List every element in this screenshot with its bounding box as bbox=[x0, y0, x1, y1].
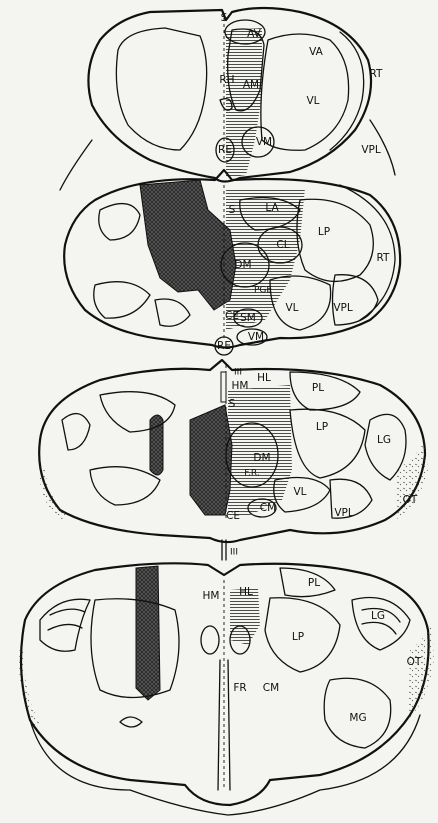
section-4-left-region bbox=[91, 599, 179, 698]
section-2-left-cavity-3 bbox=[155, 299, 190, 326]
section-3-ot-stipple-right bbox=[395, 440, 428, 520]
label-iii-upper-3: III bbox=[234, 368, 242, 378]
section-4-dark-lesion bbox=[136, 566, 160, 700]
label-iii-lower-3: III bbox=[230, 548, 238, 558]
label-pl-4: PL bbox=[308, 577, 320, 589]
label-pl-3: PL bbox=[312, 382, 324, 394]
label-vpl-2: VPL bbox=[333, 302, 353, 314]
label-rh-1: RH bbox=[219, 74, 234, 86]
section-4-small-oval bbox=[120, 717, 142, 727]
label-vl-2: VL bbox=[285, 302, 298, 314]
section-2-lp-region bbox=[297, 199, 373, 281]
section-3-third-ventricle bbox=[221, 372, 226, 402]
label-fr-3: F.R. bbox=[244, 469, 259, 479]
label-la-2: LA bbox=[265, 202, 279, 214]
label-s-3: S bbox=[229, 398, 236, 410]
label-am-1: AM bbox=[243, 79, 259, 91]
section-4-bottom-lobe bbox=[30, 715, 420, 815]
label-lg-4: LG bbox=[371, 610, 385, 622]
label-rt-1: RT bbox=[370, 68, 384, 80]
label-re-2: RE bbox=[217, 340, 231, 352]
section-3: III HM HL PL S LP LG DM F.R. VL VPL OT C… bbox=[39, 360, 428, 560]
label-lp-3: LP bbox=[316, 421, 328, 433]
label-vpl-1: VPL bbox=[361, 144, 381, 156]
label-va-1: VA bbox=[309, 46, 324, 58]
section-2-left-cavity-1 bbox=[99, 204, 140, 240]
label-s-1: S bbox=[221, 12, 228, 24]
label-hm-3: HM bbox=[232, 380, 249, 392]
section-2-left-cavity-2 bbox=[94, 282, 150, 318]
section-1-inner-right bbox=[261, 34, 349, 150]
label-lg-3: LG bbox=[377, 434, 391, 446]
section-3-ot-stipple-left bbox=[40, 470, 70, 520]
label-lp-2: LP bbox=[318, 226, 330, 238]
label-mg-4: MG bbox=[349, 712, 366, 724]
label-vpl-3: VPL bbox=[334, 507, 354, 519]
section-1-rt-arc bbox=[330, 32, 364, 150]
label-pge-2: PGE bbox=[254, 286, 272, 296]
label-vm-2: VM bbox=[248, 331, 264, 343]
label-hl-3: HL bbox=[257, 372, 271, 384]
section-3-left-cavity-1 bbox=[62, 414, 90, 450]
label-cm-4: CM bbox=[263, 682, 279, 694]
label-hl-4: HL bbox=[239, 586, 253, 598]
section-3-left-cavity-3 bbox=[90, 467, 160, 505]
label-rt-2: RT bbox=[377, 252, 391, 264]
label-dm-2: DM bbox=[234, 259, 251, 271]
section-3-left-cavity-2 bbox=[100, 392, 175, 432]
section-2: S LA LP RT CL DM PGE VL VPL CE SM VM RE bbox=[64, 170, 400, 355]
label-hm-4: HM bbox=[203, 590, 220, 602]
label-ce-2: CE bbox=[225, 310, 239, 322]
label-ot-4: OT bbox=[407, 656, 422, 668]
section-4-left-nucleus-1 bbox=[201, 626, 219, 654]
section-1-inner-left bbox=[116, 28, 206, 150]
label-cl-2: CL bbox=[276, 239, 289, 251]
label-vl-3: VL bbox=[293, 486, 306, 498]
label-dm-3: DM bbox=[253, 452, 270, 464]
section-1: S AV VA RH AM RT VL VM RE VPL bbox=[60, 8, 395, 190]
label-av-1: AV bbox=[247, 28, 262, 40]
section-3-hatched-zone bbox=[228, 385, 292, 515]
label-vm-1: VM bbox=[256, 136, 272, 148]
label-fr-4: FR bbox=[233, 682, 246, 694]
label-ce-3: CE bbox=[226, 510, 240, 522]
label-s-2: S bbox=[229, 204, 236, 216]
label-cm-3: CM bbox=[260, 502, 276, 514]
section-4: HM HL PL LG LP OT FR CM MG bbox=[19, 563, 434, 815]
label-vl-1: VL bbox=[306, 95, 319, 107]
section-4-ot-stipple-left bbox=[19, 645, 40, 730]
section-2-dark-lesion bbox=[140, 180, 236, 310]
section-4-ot-stipple-right bbox=[408, 620, 434, 720]
section-4-left-lg-inner bbox=[48, 609, 85, 630]
section-3-lp-region bbox=[290, 409, 365, 478]
label-sm-2: SM bbox=[240, 312, 256, 324]
label-lp-4: LP bbox=[292, 631, 304, 643]
section-2-vpl-region bbox=[333, 275, 379, 325]
section-1-outer-arc-left bbox=[60, 140, 92, 190]
label-re-1: RE bbox=[218, 144, 232, 156]
label-ot-3: OT bbox=[403, 494, 418, 506]
